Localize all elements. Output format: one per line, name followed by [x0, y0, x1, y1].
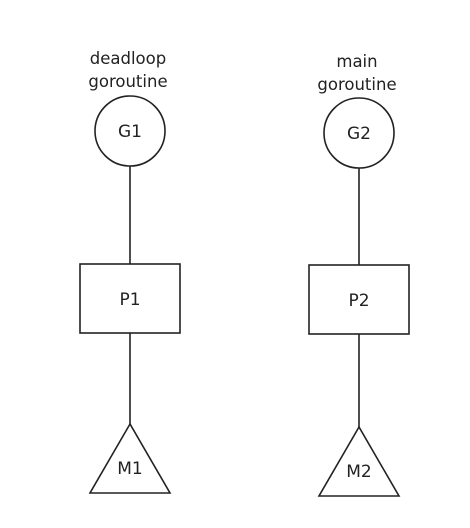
goroutine-node-g2: [323, 97, 395, 169]
caption-line-2: goroutine: [317, 75, 396, 94]
processor-label-p1: P1: [119, 290, 140, 310]
goroutine-label-g2: G2: [347, 124, 371, 144]
caption-line-1: main: [336, 52, 377, 71]
processor-node-p1: [79, 263, 181, 334]
processor-label-p2: P2: [348, 291, 369, 311]
caption-line-1: deadloop: [90, 49, 166, 68]
machine-node-m1: [88, 422, 172, 494]
caption-line-2: goroutine: [88, 72, 167, 91]
stack-deadloop: deadloop goroutine G1 P1 M1: [79, 49, 181, 494]
machine-node-m2: [317, 425, 401, 497]
goroutine-node-g1: [94, 95, 166, 167]
goroutine-label-g1: G1: [118, 122, 142, 142]
stack-main: main goroutine G2 P2 M2: [308, 52, 410, 497]
processor-node-p2: [308, 264, 410, 335]
machine-label-m2: M2: [346, 462, 371, 482]
machine-label-m1: M1: [117, 459, 142, 479]
